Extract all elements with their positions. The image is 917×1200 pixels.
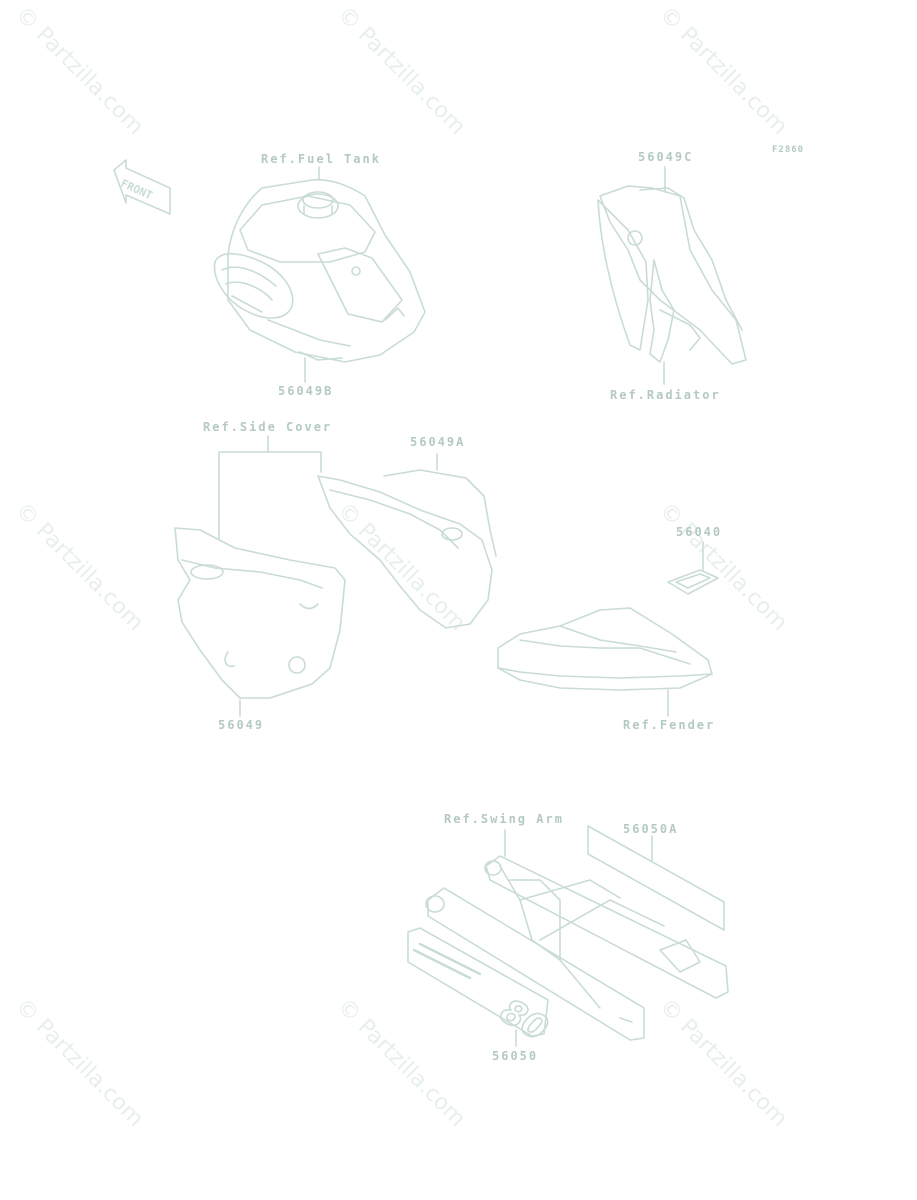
label-ref-fuel-tank: Ref.Fuel Tank xyxy=(261,152,381,166)
swing-arm-drawing xyxy=(425,855,729,1041)
swing-arm-decal-56050-drawing: 80 xyxy=(407,927,555,1050)
label-56049: 56049 xyxy=(218,718,265,732)
side-cover-drawing xyxy=(174,527,346,699)
label-ref-radiator: Ref.Radiator xyxy=(610,388,721,402)
label-ref-side-cover: Ref.Side Cover xyxy=(203,420,333,434)
side-decal-56049a-drawing xyxy=(317,469,497,629)
label-56050a: 56050A xyxy=(623,822,679,836)
small-decal-56040-drawing xyxy=(667,569,719,595)
front-arrow-icon: FRONT xyxy=(113,159,171,215)
label-56049b: 56049B xyxy=(278,384,334,398)
label-ref-swing-arm: Ref.Swing Arm xyxy=(444,812,564,826)
side-cover-leader xyxy=(218,435,322,541)
label-56040: 56040 xyxy=(676,525,723,539)
rear-fender-drawing xyxy=(497,607,713,691)
fuel-tank-drawing xyxy=(213,178,426,363)
radiator-shroud-drawing xyxy=(597,185,747,365)
label-56050: 56050 xyxy=(492,1049,539,1063)
label-ref-fender: Ref.Fender xyxy=(623,718,716,732)
label-56049a: 56049A xyxy=(410,435,466,449)
figure-code: F2860 xyxy=(772,145,805,155)
swing-arm-decal-56050a-drawing xyxy=(587,825,725,931)
decal-model-number: 80 xyxy=(494,991,555,1049)
label-56049c: 56049C xyxy=(638,150,694,164)
